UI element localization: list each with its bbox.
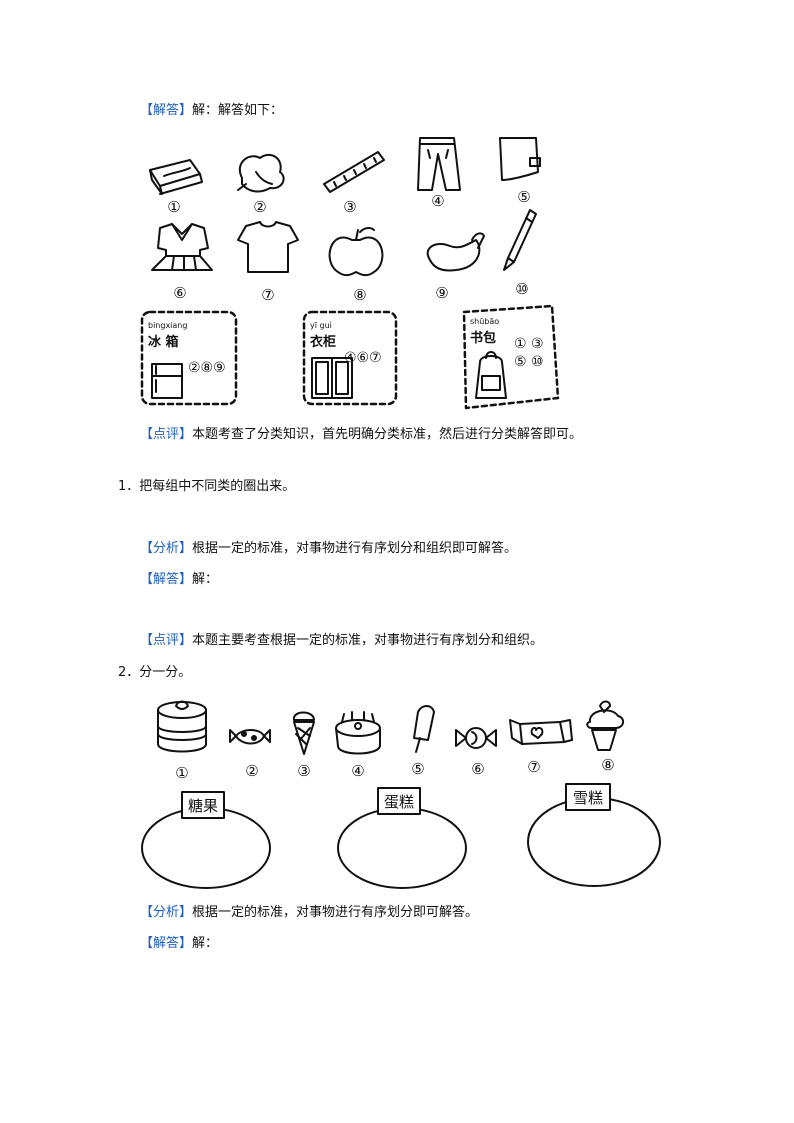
tshirt-icon [237, 221, 299, 273]
schoolbag-label: 书包 [470, 330, 496, 346]
analysis-text: 根据一定的标准，对事物进行有序划分和组织即可解答。 [192, 541, 518, 556]
analysis-tag: 【分析】 [140, 905, 193, 920]
ruler-icon [323, 151, 385, 193]
cabbage-icon [237, 153, 285, 193]
item-number: ⑩ [515, 280, 528, 298]
answer-line-1: 【解答】解：解答如下： [140, 102, 283, 120]
question-2: 2．分一分。 [118, 664, 191, 682]
classification-figure: ① ② ③ ④ ⑤ ⑥ ⑦ ⑧ ⑨ ⑩ bingxiang 冰 箱 ②⑧⑨ yī… [140, 137, 560, 410]
question-text: 分一分。 [139, 665, 192, 680]
ice-cream-cup-icon [586, 700, 624, 751]
item-number: ③ [297, 762, 310, 780]
ice-cream-group-circle [527, 797, 661, 887]
item-number: ① [175, 764, 188, 782]
group-label-cake: 蛋糕 [384, 793, 414, 811]
candy-icon [229, 729, 271, 745]
comment-text: 本题主要考查根据一定的标准，对事物进行有序划分和组织。 [192, 633, 544, 648]
candy-group-circle [141, 807, 271, 889]
item-number: ④ [351, 762, 364, 780]
schoolbag-content-line1: ① ③ [514, 336, 544, 352]
item-number: ⑤ [411, 760, 424, 778]
answer-text: 解： [192, 572, 219, 587]
wardrobe-content: ④⑥⑦ [344, 350, 382, 366]
wallet-icon [499, 137, 541, 181]
item-number: ⑦ [527, 758, 540, 776]
pencil-icon [503, 209, 537, 271]
fridge-label: 冰 箱 [148, 334, 179, 350]
item-number: ⑤ [517, 188, 530, 206]
eggplant-icon [426, 232, 485, 272]
comment-tag: 【点评】 [140, 427, 193, 442]
ice-cream-cone-icon [292, 711, 315, 755]
answer-text: 解：解答如下： [192, 103, 284, 118]
fridge-box [140, 310, 238, 406]
group-label-ice-cream: 雪糕 [573, 789, 603, 807]
item-number: ⑥ [173, 284, 186, 302]
fridge-pinyin: bingxiang [148, 321, 187, 330]
cake-icon [157, 700, 207, 753]
candy-icon [509, 719, 573, 745]
comment-line-1: 【点评】本题考查了分类知识，首先明确分类标准，然后进行分类解答即可。 [140, 426, 582, 444]
schoolbag-box [462, 304, 560, 410]
answer-line-q2: 【解答】解： [140, 935, 218, 953]
analysis-line-q1: 【分析】根据一定的标准，对事物进行有序划分和组织即可解答。 [140, 540, 517, 558]
question-number: 2． [118, 665, 140, 680]
fridge-icon [151, 363, 183, 399]
question-text: 把每组中不同类的圈出来。 [139, 479, 296, 494]
sweets-figure: ① ② ③ ④ ⑤ ⑥ ⑦ ⑧ 糖果 蛋糕 雪糕 [141, 700, 661, 889]
apple-icon [328, 227, 384, 277]
wardrobe-icon [311, 357, 353, 399]
item-number: ④ [431, 192, 444, 210]
cake-group-circle [337, 807, 467, 889]
fridge-content: ②⑧⑨ [188, 360, 226, 376]
comment-line-q1: 【点评】本题主要考查根据一定的标准，对事物进行有序划分和组织。 [140, 632, 543, 650]
wardrobe-box [302, 310, 398, 406]
answer-line-q1: 【解答】解： [140, 571, 218, 589]
item-number: ⑨ [435, 284, 448, 302]
item-number: ⑧ [353, 286, 366, 304]
dress-icon [151, 223, 213, 271]
comment-text: 本题考查了分类知识，首先明确分类标准，然后进行分类解答即可。 [192, 427, 583, 442]
analysis-line-q2: 【分析】根据一定的标准，对事物进行有序划分即可解答。 [140, 904, 478, 922]
cake-icon [335, 711, 381, 755]
candy-icon [455, 727, 497, 749]
schoolbag-icon [475, 351, 507, 399]
wardrobe-pinyin: yī guì [310, 321, 332, 330]
item-number: ① [167, 198, 180, 216]
eraser-icon [149, 159, 203, 195]
answer-text: 解： [192, 936, 219, 951]
analysis-text: 根据一定的标准，对事物进行有序划分即可解答。 [192, 905, 479, 920]
question-1: 1．把每组中不同类的圈出来。 [118, 478, 295, 496]
group-label-candy: 糖果 [188, 797, 218, 815]
schoolbag-content-line2: ⑤ ⑩ [514, 354, 544, 370]
item-number: ② [245, 762, 258, 780]
item-number: ② [253, 198, 266, 216]
analysis-tag: 【分析】 [140, 541, 193, 556]
comment-tag: 【点评】 [140, 633, 193, 648]
answer-tag: 【解答】 [140, 936, 193, 951]
answer-tag: 【解答】 [140, 103, 193, 118]
popsicle-icon [413, 705, 435, 753]
item-number: ⑦ [261, 286, 274, 304]
wardrobe-label: 衣柜 [310, 334, 336, 350]
pants-icon [417, 137, 461, 191]
item-number: ③ [343, 198, 356, 216]
schoolbag-pinyin: shūbāo [470, 317, 499, 326]
question-number: 1． [118, 479, 140, 494]
item-number: ⑧ [601, 756, 614, 774]
answer-tag: 【解答】 [140, 572, 193, 587]
item-number: ⑥ [471, 760, 484, 778]
